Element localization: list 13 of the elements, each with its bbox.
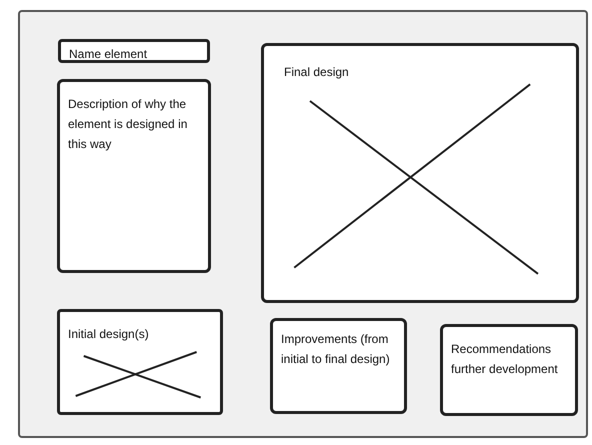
text-box	[440, 324, 578, 416]
box-label: Name element	[69, 46, 148, 63]
box-label: Initial design(s)	[68, 326, 150, 343]
text-box	[57, 79, 211, 273]
sheet-background	[18, 10, 588, 438]
box-label: Final design	[284, 64, 350, 81]
box-label: Description of why the element is designed in this way	[68, 96, 188, 153]
text-box	[58, 39, 210, 63]
text-box	[270, 318, 407, 414]
text-box	[57, 309, 223, 415]
box-label: Recommendations further development	[451, 341, 559, 378]
box-label: Improvements (from initial to final design)	[281, 331, 391, 368]
text-box	[261, 43, 579, 303]
